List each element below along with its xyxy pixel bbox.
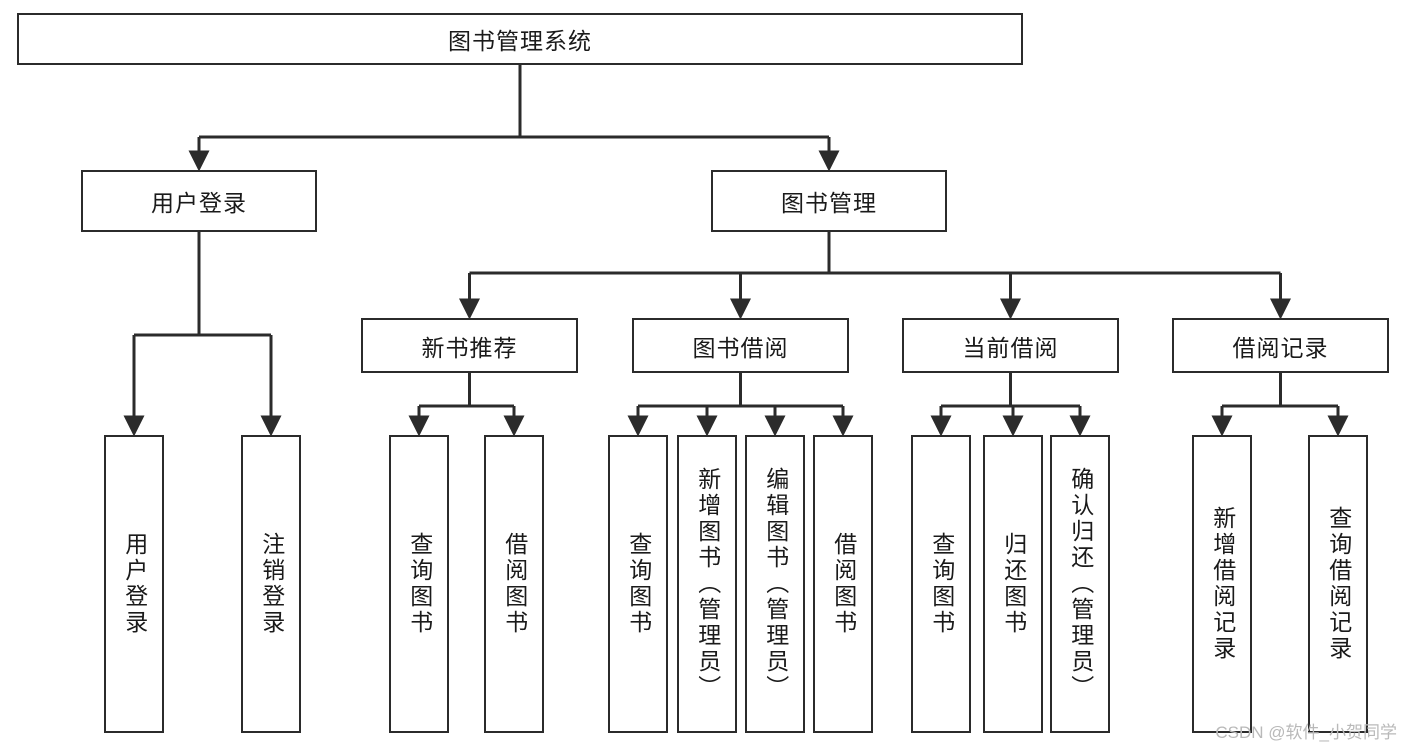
node-records[interactable]: 借阅记录 xyxy=(1172,318,1389,373)
node-label: 新增图书（管理员） xyxy=(694,467,721,701)
node-label: 借阅图书 xyxy=(501,532,528,636)
node-label: 用户登录 xyxy=(151,190,247,216)
node-label: 归还图书 xyxy=(1000,532,1027,636)
node-l-q1[interactable]: 查询图书 xyxy=(389,435,449,733)
node-label: 借阅记录 xyxy=(1232,334,1329,361)
node-l-add[interactable]: 新增图书（管理员） xyxy=(677,435,737,733)
node-l-edit[interactable]: 编辑图书（管理员） xyxy=(745,435,805,733)
node-label: 注销登录 xyxy=(258,532,285,636)
edge-group xyxy=(123,65,1349,437)
node-l-login[interactable]: 用户登录 xyxy=(104,435,164,733)
node-label: 查询图书 xyxy=(406,532,433,636)
node-label: 编辑图书（管理员） xyxy=(762,467,789,701)
node-l-q3[interactable]: 查询图书 xyxy=(911,435,971,733)
node-label: 查询借阅记录 xyxy=(1325,506,1352,662)
node-current[interactable]: 当前借阅 xyxy=(902,318,1119,373)
node-l-conf[interactable]: 确认归还（管理员） xyxy=(1050,435,1110,733)
node-l-b1[interactable]: 借阅图书 xyxy=(484,435,544,733)
node-label: 图书借阅 xyxy=(692,334,789,361)
node-label: 确认归还（管理员） xyxy=(1067,467,1094,701)
node-root[interactable]: 图书管理系统 xyxy=(17,13,1023,65)
node-label: 图书管理系统 xyxy=(448,28,592,54)
node-l-ret[interactable]: 归还图书 xyxy=(983,435,1043,733)
watermark-text: CSDN @软件_小贺同学 xyxy=(1215,723,1397,742)
node-label: 当前借阅 xyxy=(962,334,1059,361)
node-bookmgmt[interactable]: 图书管理 xyxy=(711,170,947,232)
node-l-b2[interactable]: 借阅图书 xyxy=(813,435,873,733)
node-borrow[interactable]: 图书借阅 xyxy=(632,318,849,373)
node-label: 查询图书 xyxy=(928,532,955,636)
node-l-addrec[interactable]: 新增借阅记录 xyxy=(1192,435,1252,733)
node-l-q2[interactable]: 查询图书 xyxy=(608,435,668,733)
node-label: 借阅图书 xyxy=(830,532,857,636)
node-label: 新增借阅记录 xyxy=(1209,506,1236,662)
node-newbook[interactable]: 新书推荐 xyxy=(361,318,578,373)
node-l-logout[interactable]: 注销登录 xyxy=(241,435,301,733)
node-label: 图书管理 xyxy=(781,190,877,216)
node-l-qrec[interactable]: 查询借阅记录 xyxy=(1308,435,1368,733)
node-label: 新书推荐 xyxy=(421,334,518,361)
node-label: 查询图书 xyxy=(625,532,652,636)
node-label: 用户登录 xyxy=(121,532,148,636)
node-login[interactable]: 用户登录 xyxy=(81,170,317,232)
